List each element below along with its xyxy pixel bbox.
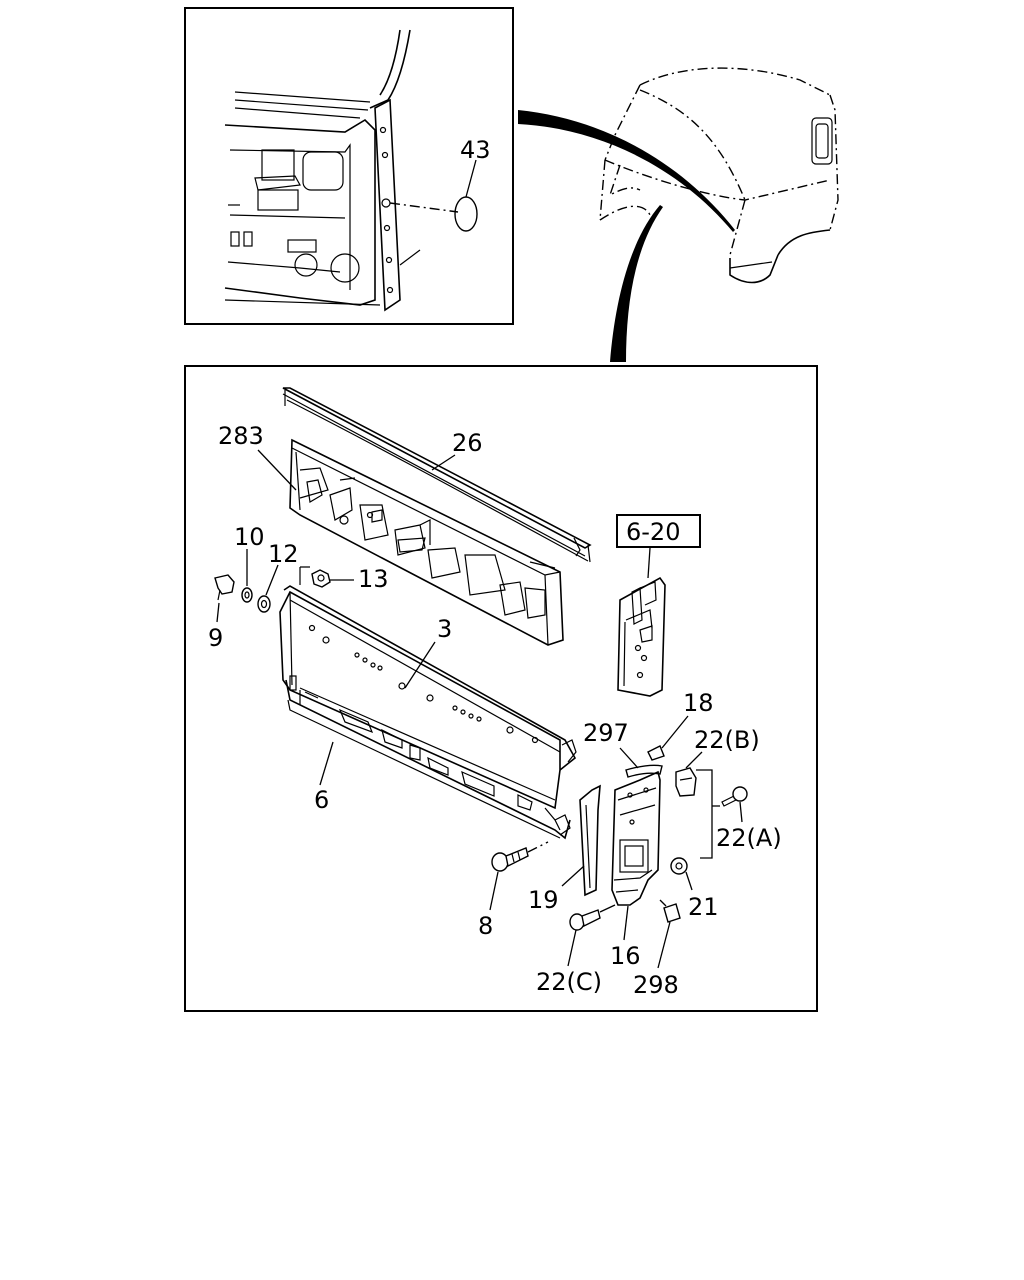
cab-silhouette	[599, 67, 839, 284]
callout-6-20: 6-20	[626, 518, 680, 546]
leader-22c	[567, 929, 577, 967]
callout-8: 8	[478, 912, 493, 940]
detail-inset-frame	[184, 7, 514, 325]
callout-9: 9	[208, 624, 223, 652]
part-3-outer-panel	[279, 585, 577, 810]
callout-3: 3	[437, 615, 452, 643]
leader-12	[265, 564, 279, 596]
callout-21: 21	[688, 893, 719, 921]
screw-22a	[721, 786, 748, 807]
detail-pointer-arc	[518, 110, 735, 232]
part-6-lower-panel	[285, 675, 571, 840]
leader-297	[619, 747, 639, 769]
leader-298	[657, 921, 671, 969]
fastener-21	[670, 857, 688, 875]
grommet-plug-43	[454, 196, 478, 232]
leader-6-20	[647, 547, 651, 579]
callout-10: 10	[234, 523, 265, 551]
leader-3	[404, 641, 436, 689]
leader-18	[661, 715, 689, 749]
callout-298: 298	[633, 971, 679, 999]
leader-22b	[685, 751, 703, 769]
part-16-corner-trim	[611, 770, 661, 906]
washer-10	[241, 587, 253, 603]
bolt-22c-axis	[599, 904, 616, 913]
leader-283	[257, 449, 297, 491]
nut-13	[299, 566, 331, 588]
clip-9	[214, 574, 235, 601]
callout-18: 18	[683, 689, 714, 717]
callout-19: 19	[528, 886, 559, 914]
callout-6: 6	[314, 786, 329, 814]
callout-22a: 22(A)	[716, 824, 782, 852]
callout-43: 43	[460, 136, 491, 164]
callout-22c: 22(C)	[536, 968, 602, 996]
leader-6	[319, 741, 334, 786]
leader-26	[431, 454, 456, 471]
clip-298-axis	[659, 899, 667, 907]
leader-8	[489, 871, 499, 911]
detail-inset-panel	[224, 29, 421, 312]
leader-22a	[739, 801, 743, 823]
leader-19	[561, 865, 585, 887]
leader-21	[685, 871, 693, 891]
callout-283: 283	[218, 422, 264, 450]
reference-box-6-20	[616, 514, 701, 548]
main-view-frame	[184, 365, 818, 1012]
leader-16	[623, 905, 629, 941]
clip-22b	[675, 767, 697, 797]
callout-26: 26	[452, 429, 483, 457]
part-18-clip	[647, 745, 665, 761]
leader-43-dashed	[389, 202, 459, 213]
leader-9	[216, 602, 220, 623]
main-pointer-arc	[610, 205, 663, 362]
part-19-strip	[579, 784, 601, 897]
bolt-22c	[569, 909, 601, 931]
group-bracket-22	[696, 769, 713, 859]
callout-13: 13	[358, 565, 389, 593]
callout-12: 12	[268, 540, 299, 568]
bolt-8-axis	[527, 841, 549, 853]
callout-22b: 22(B)	[694, 726, 760, 754]
callout-16: 16	[610, 942, 641, 970]
part-283-inner-panel	[289, 438, 564, 646]
leader-43	[465, 159, 477, 198]
part-26-rail	[282, 387, 592, 563]
clip-298	[663, 903, 681, 923]
washer-12	[257, 595, 271, 613]
callout-297: 297	[583, 719, 629, 747]
bracket-6-20	[617, 576, 666, 697]
part-297-trim	[625, 764, 663, 778]
bolt-8	[491, 847, 529, 872]
